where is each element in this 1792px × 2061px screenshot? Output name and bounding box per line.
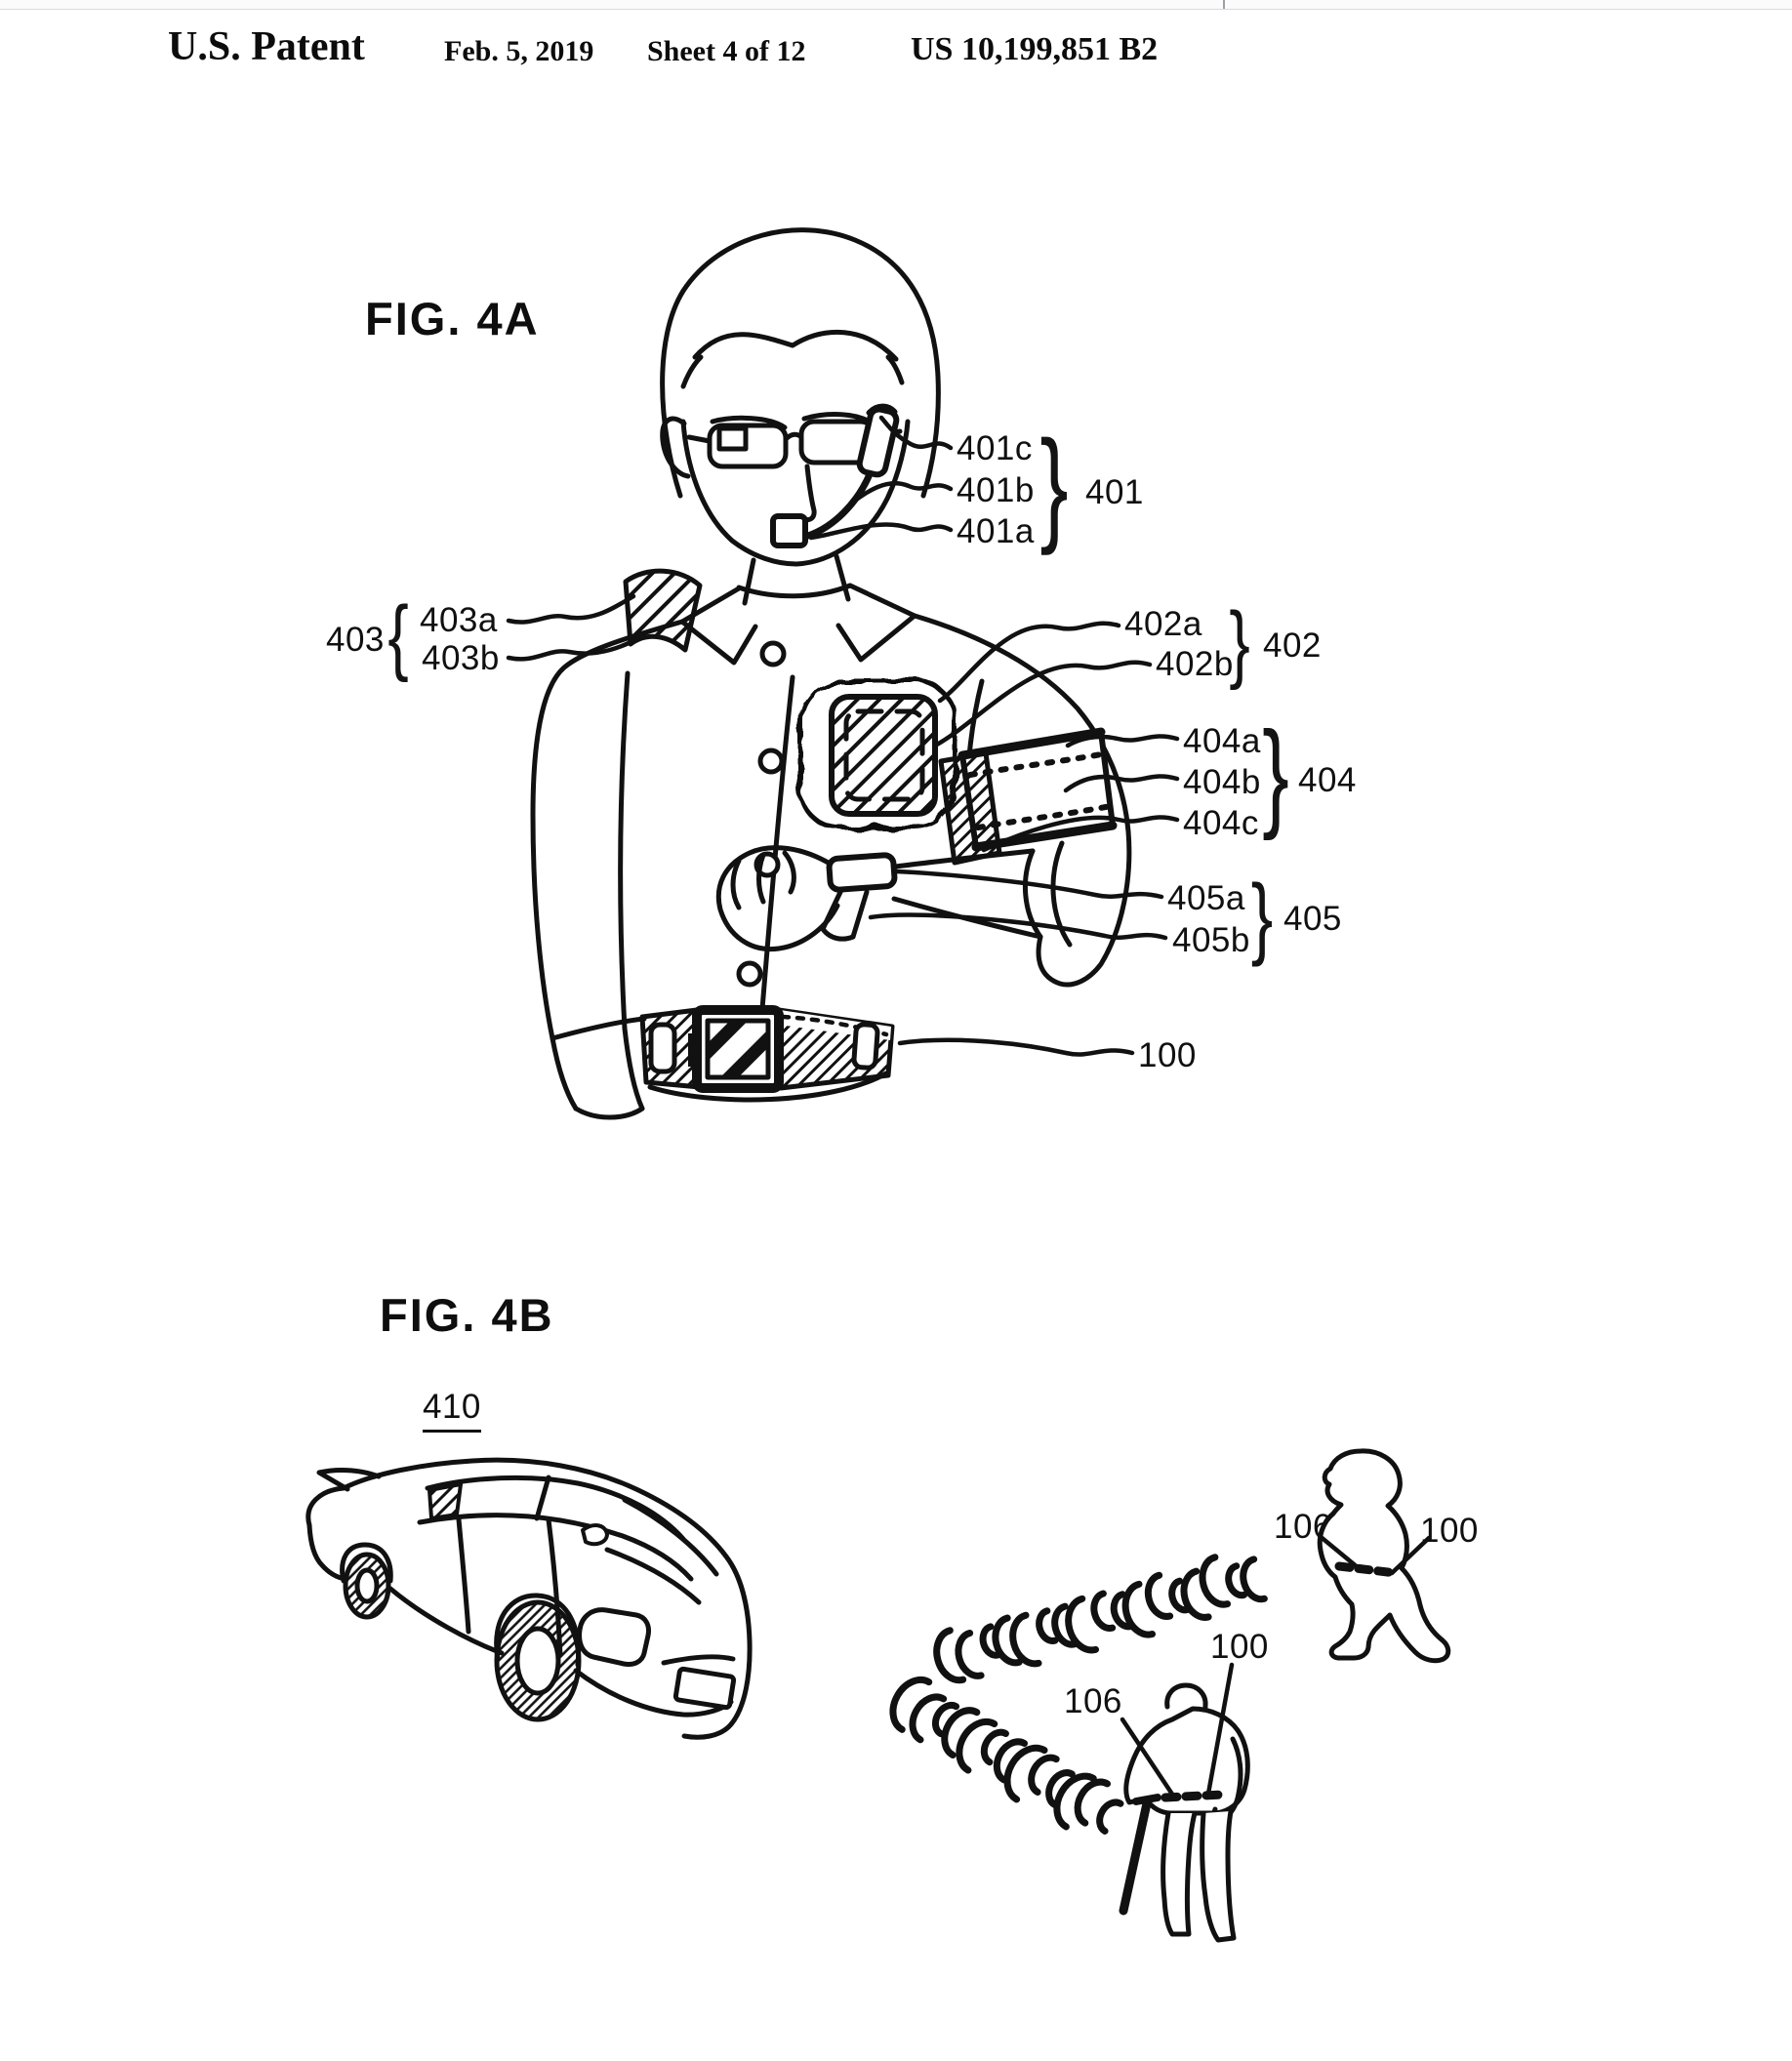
chest-device-402 [797,678,957,830]
ref-label-senior-100: 100 [1210,1628,1269,1666]
ref-label-403b: 403b [422,639,500,677]
brace-403: { [387,588,409,683]
senior-pedestrian [1119,1662,1250,1943]
ref-label-401c: 401c [957,429,1033,467]
ref-label-401a: 401a [957,512,1035,550]
ref-label-403a: 403a [420,601,498,639]
brace-404: } [1262,707,1289,842]
armband-device-404 [938,727,1118,866]
car-illustration [305,1457,753,1740]
fig-4b-title: FIG. 4B [380,1289,554,1341]
patent-header-date: Feb. 5, 2019 [444,35,594,67]
ref-label-405a: 405a [1167,879,1245,917]
brace-401: } [1039,414,1069,556]
ref-label-403: 403 [326,621,385,659]
fig-4a-title: FIG. 4A [365,293,540,344]
ref-label-402a: 402a [1124,605,1202,643]
ref-label-405b: 405b [1172,921,1250,959]
ref-label-402b: 402b [1156,645,1234,683]
ref-label-404b: 404b [1183,763,1261,801]
patent-header-publication: U.S. Patent [168,24,365,69]
signal-waves-upper [933,1554,1268,1684]
ref-label-100-belt: 100 [1138,1036,1197,1074]
ref-label-405: 405 [1283,900,1342,938]
ref-label-402: 402 [1263,626,1322,665]
patent-header-number: US 10,199,851 B2 [911,31,1159,67]
page-top-edge [0,0,1792,10]
fig4a-leader-lines [506,415,1180,1057]
ref-label-404c: 404c [1183,804,1259,842]
ref-label-410: 410 [423,1388,481,1433]
signal-waves-lower [889,1677,1124,1835]
ref-label-senior-106: 106 [1064,1682,1122,1720]
person-shirt [530,583,1132,1120]
person-head [660,227,941,606]
ref-label-404: 404 [1298,761,1357,799]
child-pedestrian [1317,1448,1451,1664]
patent-header-sheet: Sheet 4 of 12 [647,35,806,67]
ref-label-401: 401 [1085,473,1144,511]
wrist-device-405 [820,852,898,942]
brace-402: } [1229,594,1250,691]
ref-label-404a: 404a [1183,722,1261,760]
belt-device-100 [639,1005,895,1093]
ref-label-child-100: 100 [1420,1512,1479,1550]
brace-405: } [1250,866,1274,967]
page-boundary-tick [1223,0,1225,9]
ref-label-401b: 401b [957,471,1035,509]
